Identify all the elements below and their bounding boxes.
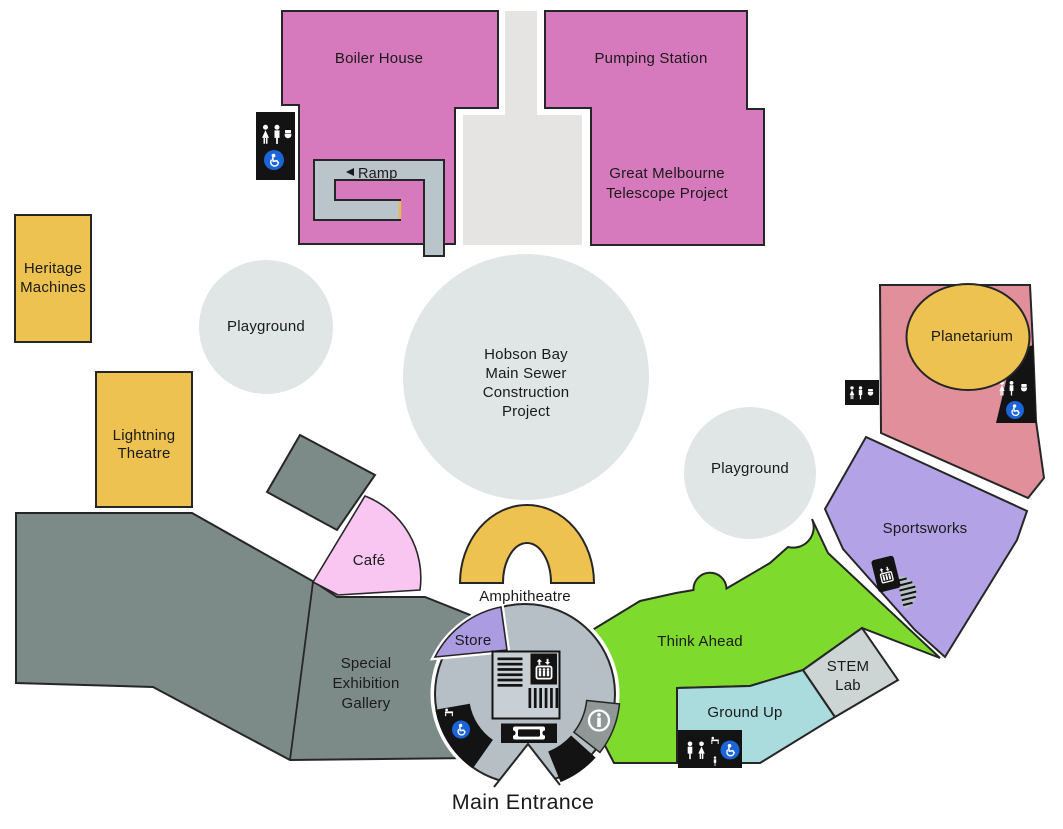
main-entrance-label: Main Entrance <box>452 790 595 814</box>
labels: Boiler House Pumping Station Great Melbo… <box>20 50 1013 814</box>
ground-up-label: Ground Up <box>707 704 782 721</box>
boiler-house-label: Boiler House <box>335 50 423 67</box>
walkway <box>463 11 582 245</box>
toilets-ground-up <box>678 730 742 768</box>
lightning-theatre-label: Lightning <box>113 427 176 444</box>
pumping-station-region <box>544 10 765 246</box>
hobson-bay-label: Hobson Bay <box>484 346 568 363</box>
special-exhibition-gallery-label: Gallery <box>342 695 391 712</box>
stem-lab-label: STEM <box>827 658 869 675</box>
baby-change-icon <box>284 130 292 139</box>
think-ahead-label: Think Ahead <box>657 633 743 650</box>
heritage-machines-label: Machines <box>20 279 86 296</box>
playground-east-label: Playground <box>711 460 789 477</box>
toilets-rotunda <box>435 703 493 769</box>
hobson-bay-label: Project <box>502 403 551 420</box>
heritage-machines-label: Heritage <box>24 260 82 277</box>
toilets-boiler-house <box>256 112 295 180</box>
lightning-theatre-region <box>95 371 193 508</box>
amphitheatre-label: Amphitheatre <box>479 588 571 605</box>
toilets-planetarium-west <box>845 380 879 405</box>
amphitheatre-region <box>458 504 596 584</box>
ticket-icon <box>510 726 548 740</box>
rotunda-core <box>491 650 561 743</box>
store-region <box>433 606 508 658</box>
stem-lab-label: Lab <box>835 677 861 694</box>
hobson-bay-region <box>403 254 649 500</box>
special-exhibition-gallery-label: Exhibition <box>332 675 399 692</box>
entrance-notch <box>494 744 560 787</box>
gallery-annex-building <box>265 433 377 532</box>
toilets-planetarium <box>996 345 1036 423</box>
info-point <box>548 699 621 783</box>
telescope-project-label: Great Melbourne <box>609 165 725 182</box>
stairs-icon <box>528 688 559 708</box>
store-label: Store <box>455 632 492 649</box>
lift-icon <box>871 555 901 593</box>
heritage-machines-region <box>14 214 92 343</box>
playground-west-region <box>199 260 333 394</box>
special-exhibition-gallery-label: Special <box>341 655 392 672</box>
cafe-region <box>311 495 422 596</box>
pumping-station-label: Pumping Station <box>594 50 707 67</box>
ramp-label: Ramp <box>358 166 397 182</box>
baby-change-icon <box>867 389 874 396</box>
hobson-bay-label: Main Sewer <box>485 365 566 382</box>
sportsworks-region <box>823 435 1029 659</box>
planetarium-dome-region <box>905 283 1031 391</box>
telescope-project-label: Telescope Project <box>606 185 728 202</box>
stairs-icon <box>497 657 523 687</box>
hobson-bay-label: Construction <box>483 384 570 401</box>
planetarium-label: Planetarium <box>931 328 1013 345</box>
lightning-theatre-label: Theatre <box>117 445 170 462</box>
playground-east-region <box>684 407 816 539</box>
ramp-arrow-icon <box>346 168 354 176</box>
sportsworks-label: Sportsworks <box>883 520 968 537</box>
entrance-notch-outline <box>493 742 561 788</box>
cafe-label: Café <box>353 552 386 569</box>
baby-change-icon <box>1021 384 1027 392</box>
ramp-region <box>313 159 445 257</box>
playground-west-label: Playground <box>227 318 305 335</box>
lift-stairs-sportsworks <box>871 555 917 610</box>
info-icon <box>587 709 611 732</box>
gallery-divider <box>289 581 314 761</box>
stem-lab-region <box>801 626 900 719</box>
